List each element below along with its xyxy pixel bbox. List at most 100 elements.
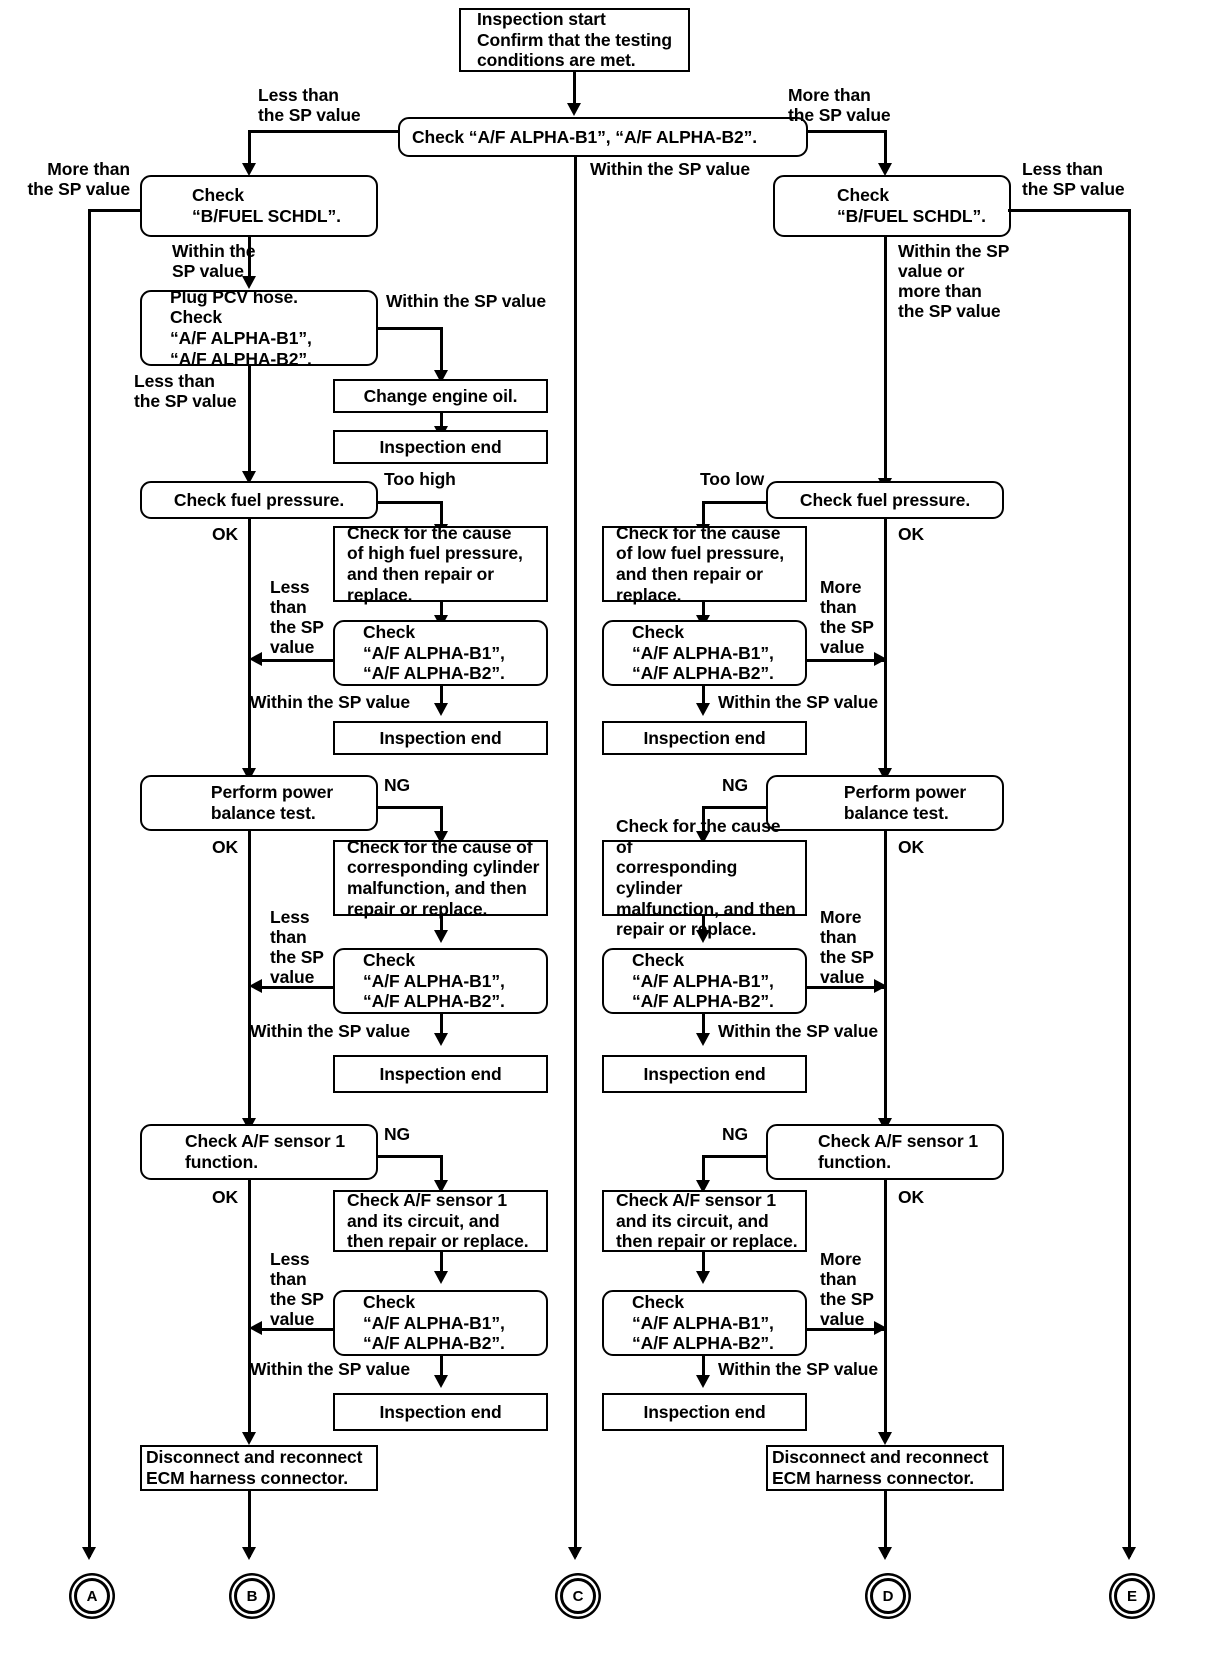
node-cause-high-fp[interactable]: Check for the cause of high fuel pressur… — [333, 523, 548, 605]
arrowhead-af-left-down — [434, 1180, 448, 1193]
label-within-sp-left-bfuel: Within the SP value — [172, 241, 256, 281]
edge-bfuel-left-down — [248, 237, 251, 279]
terminal-a-label: A — [86, 1587, 98, 1605]
label-within-sp-af-left: Within the SP value — [250, 1359, 411, 1379]
node-check-alpha-fp-right[interactable]: Check “A/F ALPHA-B1”, “A/F ALPHA-B2”. — [602, 620, 807, 686]
node-power-balance-left[interactable]: Perform power balance test. — [140, 775, 378, 831]
node-fuel-pressure-left[interactable]: Check fuel pressure. — [140, 481, 378, 519]
node-insp-end-pb-right[interactable]: Inspection end — [602, 1055, 807, 1093]
node-check-alpha-fp-left-label: Check “A/F ALPHA-B1”, “A/F ALPHA-B2”. — [363, 622, 505, 684]
node-af-sensor-left[interactable]: Check A/F sensor 1 function. — [140, 1124, 378, 1180]
node-insp-end-oil[interactable]: Inspection end — [333, 430, 548, 464]
node-insp-end-af-left[interactable]: Inspection end — [333, 1393, 548, 1431]
node-insp-end-af-right[interactable]: Inspection end — [602, 1393, 807, 1431]
arrowhead-fp-right-end — [696, 703, 710, 716]
label-more-than-sp-far-left: More than the SP value — [27, 159, 130, 199]
node-insp-end-pb-left[interactable]: Inspection end — [333, 1055, 548, 1093]
edge-afcircuit-right-down — [702, 1252, 705, 1276]
arrowhead-af-right-loop — [874, 1321, 887, 1335]
node-ecm-right[interactable]: Disconnect and reconnect ECM harness con… — [766, 1445, 1004, 1491]
arrowhead-center-c — [568, 1547, 582, 1560]
node-cause-cyl-right[interactable]: Check for the cause of corresponding cyl… — [602, 816, 807, 939]
label-within-sp-pb-left: Within the SP value — [250, 1021, 411, 1041]
node-power-balance-left-label: Perform power balance test. — [210, 782, 334, 823]
node-insp-end-pb-left-label: Inspection end — [379, 1063, 502, 1084]
node-af-circuit-right[interactable]: Check A/F sensor 1 and its circuit, and … — [602, 1190, 807, 1252]
label-ok-af-right: OK — [898, 1187, 925, 1207]
label-within-sp-pcv: Within the SP value — [386, 291, 547, 311]
node-af-circuit-left-label: Check A/F sensor 1 and its circuit, and … — [347, 1190, 529, 1252]
edge-fp-left-v — [440, 501, 443, 527]
edge-af-right-end-v — [702, 1356, 705, 1380]
arrowhead-farright-e — [1122, 1547, 1136, 1560]
terminal-e[interactable]: E — [1114, 1578, 1150, 1614]
label-ok-fp-left: OK — [212, 524, 239, 544]
node-af-circuit-right-label: Check A/F sensor 1 and its circuit, and … — [616, 1190, 798, 1252]
terminal-c[interactable]: C — [560, 1578, 596, 1614]
node-check-alpha-af-right[interactable]: Check “A/F ALPHA-B1”, “A/F ALPHA-B2”. — [602, 1290, 807, 1356]
arrowhead-pcv-down — [242, 471, 256, 484]
edge-af-left-ok — [248, 1180, 251, 1435]
edge-top-right-h — [806, 130, 886, 133]
arrowhead-top-left-down — [242, 163, 256, 176]
arrowhead-causecyl-left-down — [434, 930, 448, 943]
edge-pb-left-h — [378, 806, 442, 809]
node-check-alpha-pb-left[interactable]: Check “A/F ALPHA-B1”, “A/F ALPHA-B2”. — [333, 948, 548, 1014]
terminal-b[interactable]: B — [234, 1578, 270, 1614]
node-ecm-left[interactable]: Disconnect and reconnect ECM harness con… — [140, 1445, 378, 1491]
label-within-sp-center: Within the SP value — [590, 159, 751, 179]
node-plug-pcv[interactable]: Plug PCV hose. Check “A/F ALPHA-B1”, “A/… — [140, 287, 378, 369]
arrowhead-af-right-ok — [878, 1432, 892, 1445]
edge-pcv-down — [248, 366, 251, 474]
edge-pcv-right-v — [440, 327, 443, 373]
node-check-alpha-fp-left[interactable]: Check “A/F ALPHA-B1”, “A/F ALPHA-B2”. — [333, 620, 548, 686]
edge-fp-right-end-v — [702, 686, 705, 707]
node-af-sensor-right-label: Check A/F sensor 1 function. — [818, 1131, 978, 1172]
terminal-d[interactable]: D — [870, 1578, 906, 1614]
node-cause-cyl-left[interactable]: Check for the cause of corresponding cyl… — [333, 837, 548, 919]
edge-fp-left-ok — [248, 519, 251, 771]
edge-fp-left-h — [378, 501, 442, 504]
node-fuel-pressure-right-label: Check fuel pressure. — [799, 489, 971, 510]
edge-pb-right-h — [702, 806, 768, 809]
arrowhead-pb-right-end — [696, 1033, 710, 1046]
node-insp-end-fp-left[interactable]: Inspection end — [333, 721, 548, 755]
node-ecm-right-label: Disconnect and reconnect ECM harness con… — [772, 1447, 989, 1488]
label-within-sp-pb-right: Within the SP value — [718, 1021, 879, 1041]
node-insp-end-af-right-label: Inspection end — [643, 1401, 766, 1422]
node-fuel-pressure-right[interactable]: Check fuel pressure. — [766, 481, 1004, 519]
node-insp-end-fp-right[interactable]: Inspection end — [602, 721, 807, 755]
edge-farright-h — [1008, 209, 1130, 212]
label-within-sp-fp-left: Within the SP value — [250, 692, 411, 712]
node-inspection-start[interactable]: Inspection start Confirm that the testin… — [459, 8, 690, 72]
edge-fp-left-end-v — [440, 686, 443, 707]
node-power-balance-right[interactable]: Perform power balance test. — [766, 775, 1004, 831]
edge-pb-right-ok — [884, 831, 887, 1121]
label-within-sp-fp-right: Within the SP value — [718, 692, 879, 712]
edge-fp-right-loop-h — [805, 659, 887, 662]
node-check-alpha-af-left[interactable]: Check “A/F ALPHA-B1”, “A/F ALPHA-B2”. — [333, 1290, 548, 1356]
node-check-alpha-pb-right-label: Check “A/F ALPHA-B1”, “A/F ALPHA-B2”. — [632, 950, 774, 1012]
node-check-alpha-top[interactable]: Check “A/F ALPHA-B1”, “A/F ALPHA-B2”. — [398, 117, 808, 157]
node-bfuel-left[interactable]: Check “B/FUEL SCHDL”. — [140, 175, 378, 237]
node-bfuel-right[interactable]: Check “B/FUEL SCHDL”. — [773, 175, 1011, 237]
terminal-a[interactable]: A — [74, 1578, 110, 1614]
node-check-alpha-pb-right[interactable]: Check “A/F ALPHA-B1”, “A/F ALPHA-B2”. — [602, 948, 807, 1014]
label-more-than-sp-fp-right: More than the SP value — [820, 577, 874, 657]
edge-top-left-h — [248, 130, 400, 133]
edge-fp-right-h — [702, 501, 768, 504]
edge-af-left-loop-h — [258, 1328, 335, 1331]
node-cause-low-fp[interactable]: Check for the cause of low fuel pressure… — [602, 523, 807, 605]
node-cause-cyl-right-label: Check for the cause of corresponding cyl… — [616, 816, 796, 940]
arrowhead-top-right-down — [878, 163, 892, 176]
node-bfuel-right-label: Check “B/FUEL SCHDL”. — [837, 185, 986, 226]
edge-causehigh-down — [440, 602, 443, 620]
node-af-sensor-right[interactable]: Check A/F sensor 1 function. — [766, 1124, 1004, 1180]
node-change-oil[interactable]: Change engine oil. — [333, 379, 548, 413]
node-af-circuit-left[interactable]: Check A/F sensor 1 and its circuit, and … — [333, 1190, 548, 1252]
edge-pb-left-loop-h — [258, 986, 335, 989]
edge-causelow-down — [702, 602, 705, 620]
label-more-than-sp-af-right: More than the SP value — [820, 1249, 874, 1329]
label-ng-af-left: NG — [384, 1124, 411, 1144]
